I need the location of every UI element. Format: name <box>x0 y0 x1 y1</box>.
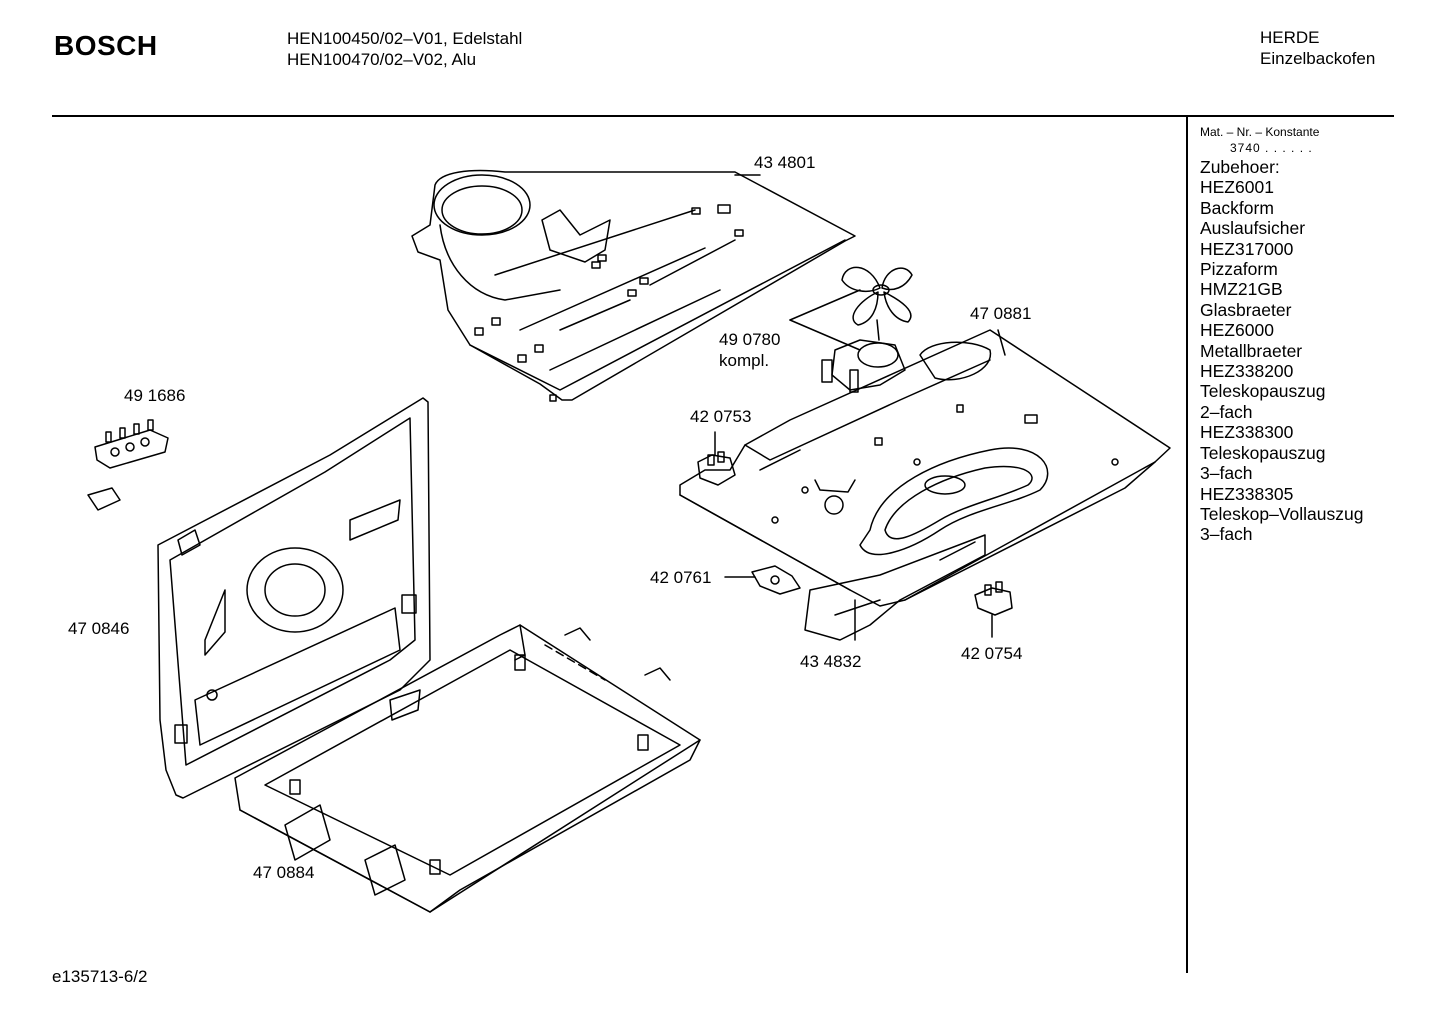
part-duct-cover <box>412 171 855 401</box>
label-491686: 49 1686 <box>124 386 186 405</box>
part-fan-motor <box>822 267 912 392</box>
label-490780: 49 0780 <box>719 330 781 349</box>
category-line-1: HERDE <box>1260 28 1320 47</box>
label-470846: 47 0846 <box>68 619 130 638</box>
label-470881: 47 0881 <box>970 304 1032 323</box>
accessory-item: Teleskop–Vollauszug <box>1200 503 1364 524</box>
model-line-2: HEN100470/02–V02, Alu <box>287 50 477 69</box>
accessory-item: 2–fach <box>1200 401 1253 422</box>
label-490780-kompl: kompl. <box>719 351 770 370</box>
part-lamp-socket <box>88 420 168 510</box>
label-420753: 42 0753 <box>690 407 752 426</box>
accessory-item: HEZ6000 <box>1200 320 1274 341</box>
accessory-item: Zubehoer: <box>1200 157 1280 177</box>
accessory-item: HEZ338300 <box>1200 422 1294 443</box>
part-rear-panel <box>158 398 430 798</box>
accessory-item: Teleskopauszug <box>1200 442 1326 463</box>
accessory-item: HMZ21GB <box>1200 279 1283 300</box>
part-bracket-0761 <box>725 566 800 594</box>
mat-nr-value: 3740 . . . . . . <box>1230 141 1313 155</box>
mat-nr-label: Mat. – Nr. – Konstante <box>1200 125 1320 139</box>
category-line-2: Einzelbackofen <box>1260 49 1376 68</box>
accessory-item: HEZ338200 <box>1200 361 1294 382</box>
accessory-item: 3–fach <box>1200 463 1253 484</box>
accessory-item: Pizzaform <box>1200 259 1278 280</box>
accessory-item: Glasbraeter <box>1200 299 1292 320</box>
accessory-item: HEZ338305 <box>1200 483 1294 504</box>
label-434832: 43 4832 <box>800 652 862 671</box>
accessory-item: HEZ317000 <box>1200 238 1294 259</box>
leader-lines <box>735 175 1005 640</box>
sidebar-divider <box>1186 117 1188 973</box>
accessory-list: Zubehoer: HEZ6001 Backform Auslaufsicher… <box>1200 157 1363 545</box>
brand-logo: BOSCH <box>54 30 158 61</box>
part-bottom-plate <box>805 535 985 640</box>
part-thermostat-0754 <box>975 582 1012 637</box>
label-470884: 47 0884 <box>253 863 315 882</box>
label-434801: 43 4801 <box>754 153 816 172</box>
accessory-item: Backform <box>1200 197 1274 218</box>
accessory-item: 3–fach <box>1200 524 1253 545</box>
accessory-item: HEZ6001 <box>1200 177 1274 198</box>
label-420761: 42 0761 <box>650 568 712 587</box>
accessory-item: Teleskopauszug <box>1200 381 1326 402</box>
part-thermostat-0753 <box>698 432 735 485</box>
accessory-item: Auslaufsicher <box>1200 218 1306 239</box>
part-bottom-tray <box>235 625 700 912</box>
header-divider <box>52 115 1394 117</box>
model-line-1: HEN100450/02–V01, Edelstahl <box>287 29 523 48</box>
part-base-plate <box>680 330 1170 606</box>
document-id: e135713-6/2 <box>52 967 148 986</box>
label-420754: 42 0754 <box>961 644 1023 663</box>
accessory-item: Metallbraeter <box>1200 340 1303 361</box>
exploded-parts-diagram <box>0 0 1180 1000</box>
